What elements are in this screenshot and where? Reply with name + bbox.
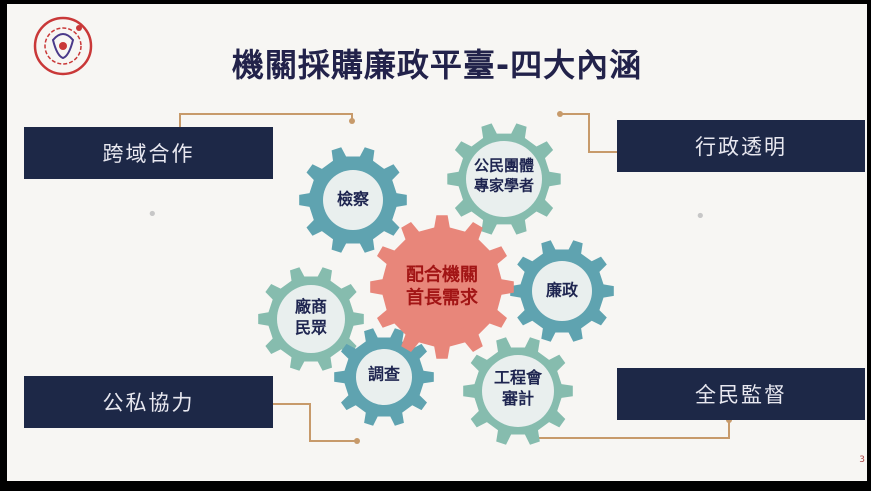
gear-label-line: 廉政	[545, 280, 579, 300]
connector-bottom-right	[532, 420, 730, 439]
connector-lines	[179, 113, 730, 442]
gear-civic-groups	[447, 123, 561, 235]
gear-diagram	[177, 111, 732, 445]
gear-label-line: 民眾	[294, 318, 328, 337]
page-number: 3	[859, 455, 865, 465]
gear-label-line: 公民團體	[473, 156, 535, 175]
gear-vendors-public	[258, 267, 364, 371]
gear-label-investigation: 調查	[368, 365, 400, 386]
gear-label-line: 廠商	[294, 297, 328, 317]
gear-label-line: 調查	[367, 364, 401, 384]
connector-top-left	[179, 113, 353, 132]
center-gear-label: 配合機關 首長需求	[406, 264, 478, 311]
gear-investigation	[334, 328, 434, 426]
decorative-dot: •	[147, 204, 158, 225]
nav-box-administrative-transparency: 行政透明	[617, 120, 865, 172]
nav-box-public-private-partnership: 公私協力	[24, 376, 273, 428]
connector-bottom-left	[273, 403, 357, 442]
slide: 機關採購廉政平臺-四大內涵 跨域合作 行政透明 公私協力 全民監督 配合機關 首…	[7, 4, 867, 481]
slide-title: 機關採購廉政平臺-四大內涵	[231, 46, 643, 84]
nav-box-public-oversight: 全民監督	[617, 368, 865, 420]
decorative-dot: •	[695, 206, 706, 227]
gear-label-prosecution: 檢察	[337, 190, 369, 211]
gear-ethics	[510, 240, 614, 342]
gear-label-civic-groups: 公民團體 專家學者	[474, 157, 534, 196]
center-gear-line1: 配合機關	[406, 264, 478, 286]
connector-top-right	[560, 113, 617, 153]
agency-logo-icon	[33, 16, 93, 76]
gear-label-vendors-public: 廠商 民眾	[295, 297, 327, 339]
center-gear-line2: 首長需求	[406, 288, 478, 309]
gear-prosecution	[299, 147, 407, 253]
gear-label-line: 專家學者	[473, 176, 535, 194]
gear-label-line: 工程會	[493, 368, 543, 388]
gear-pcc-audit	[463, 337, 573, 445]
gear-center-agency-heads	[370, 215, 514, 359]
gear-label-line: 檢察	[336, 189, 370, 209]
gear-label-ethics: 廉政	[546, 281, 578, 302]
gear-label-pcc-audit: 工程會 審計	[494, 368, 542, 410]
gear-label-line: 審計	[501, 389, 535, 408]
nav-box-cross-domain-cooperation: 跨域合作	[24, 127, 273, 179]
